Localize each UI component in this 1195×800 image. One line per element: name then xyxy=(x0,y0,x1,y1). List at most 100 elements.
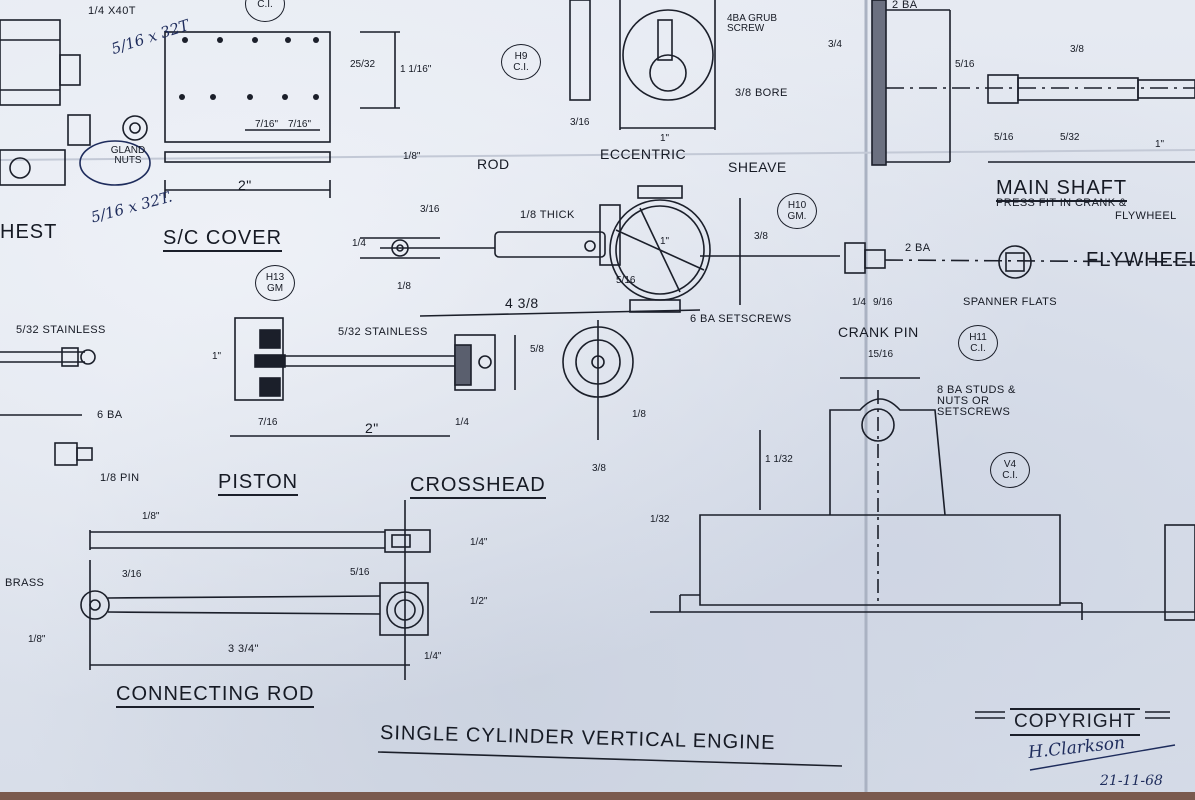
dim-ch-5-8: 5/8 xyxy=(530,344,544,355)
dim-cr-3-3-4: 3 3/4" xyxy=(228,643,259,655)
label-crosshead: CROSSHEAD xyxy=(410,475,546,499)
dim-shaft-5-32: 5/32 xyxy=(1060,132,1080,143)
dim-rod-3-16: 3/16 xyxy=(420,204,440,215)
dim-rod-1-8: 1/8 xyxy=(397,281,411,292)
label-crank-pin: CRANK PIN xyxy=(838,324,919,340)
dim-cr-1-8: 1/8" xyxy=(142,511,160,522)
dim-cr-1-8b: 1/8" xyxy=(28,634,46,645)
dim-piston-7-16: 7/16 xyxy=(258,417,278,428)
dim-ecc-3-8: 3/8 xyxy=(754,231,768,242)
label-stainless-left: 5/32 STAINLESS xyxy=(16,324,106,336)
valve-rod-drawing xyxy=(0,347,96,466)
dim-ch-3-8: 3/8 xyxy=(592,463,606,474)
steam-chest-drawing xyxy=(0,19,148,186)
dim-shaft-5-16a: 5/16 xyxy=(955,59,975,70)
label-bore: 3/8 BORE xyxy=(735,87,788,99)
label-eccentric: ECCENTRIC xyxy=(600,146,687,162)
label-thick: 1/8 THICK xyxy=(520,209,575,221)
sc-cover-drawing xyxy=(164,31,400,198)
dim-cr-1-4b: 1/4" xyxy=(424,651,442,662)
tag-grade: C.I. xyxy=(513,62,529,73)
dim-ecc-5-16: 5/16 xyxy=(616,275,636,286)
tag-grade: C.I. xyxy=(1002,470,1018,481)
tag-grade: GM xyxy=(266,283,284,294)
label-grub-screw: 4BA GRUB SCREW xyxy=(727,13,778,34)
tag-code: V4 xyxy=(1003,459,1017,470)
label-brass: BRASS xyxy=(5,577,45,589)
tag-code: H13 xyxy=(265,272,285,283)
dim-shaft-3-4: 3/4 xyxy=(828,39,842,50)
label-x40t: 1/4 X40T xyxy=(88,5,136,17)
dim-ecc-dia: 1" xyxy=(660,236,670,247)
label-spanner-flats: SPANNER FLATS xyxy=(963,296,1058,308)
label-rod: ROD xyxy=(477,156,510,172)
eccentric-drawing xyxy=(569,0,716,130)
tag-grade: GM. xyxy=(787,211,807,222)
dim-cover-1-8: 1/8" xyxy=(403,151,421,162)
label-pin: 1/8 PIN xyxy=(100,472,140,484)
crosshead-drawing xyxy=(454,320,634,440)
label-sheave: SHEAVE xyxy=(728,159,787,175)
drawing-date: 21-11-68 xyxy=(1100,773,1163,789)
label-flywheel-short: FLYWHEEL xyxy=(1115,210,1177,222)
dim-base-1-32: 1/32 xyxy=(650,514,670,525)
dim-crank-9-16: 9/16 xyxy=(873,297,893,308)
label-chest: HEST xyxy=(0,221,58,243)
dim-cr-3-16: 3/16 xyxy=(122,569,142,580)
eccentric-rod-drawing xyxy=(360,185,840,317)
tag-grade: C.I. xyxy=(970,343,986,354)
label-piston: PISTON xyxy=(218,472,299,496)
dim-base-15-16: 15/16 xyxy=(868,349,894,360)
label-6ba: 6 BA xyxy=(97,409,123,421)
dim-shaft-1: 1" xyxy=(1155,139,1165,150)
dim-shaft-3-8: 3/8 xyxy=(1070,44,1084,55)
title-underline xyxy=(377,751,843,767)
dim-crank-1-4: 1/4 xyxy=(852,297,866,308)
fold-crease-horizontal xyxy=(0,149,1195,161)
dim-cover-25-32: 25/32 xyxy=(350,59,376,70)
crank-pin-drawing xyxy=(844,242,1195,279)
copyright-mark: COPYRIGHT xyxy=(1010,708,1140,736)
dim-base-1-1-32: 1 1/32 xyxy=(765,454,793,465)
label-main-shaft: MAIN SHAFT xyxy=(996,178,1128,202)
dim-cover-7-16a: 7/16" xyxy=(255,119,279,130)
tag-code: H9 xyxy=(514,51,528,62)
dim-cr-1-4: 1/4" xyxy=(470,537,488,548)
dim-shaft-5-16b: 5/16 xyxy=(994,132,1014,143)
label-gland-nuts: GLAND NUTS xyxy=(110,145,146,166)
label-2ba-top: 2 BA xyxy=(892,0,918,11)
dim-ch-1-4: 1/4 xyxy=(455,417,469,428)
label-press-fit: PRESS FIT IN CRANK & xyxy=(996,197,1127,209)
dim-piston-2: 2" xyxy=(365,420,379,436)
label-studs: 8 BA STUDS & NUTS OR SETSCREWS xyxy=(937,384,1016,418)
main-shaft-drawing xyxy=(871,0,1195,166)
dim-rod-1-4: 1/4 xyxy=(352,238,366,249)
piston-drawing xyxy=(230,317,455,437)
bearing-base-drawing xyxy=(650,377,1195,621)
dim-ecc-3-16: 3/16 xyxy=(570,117,590,128)
label-2ba: 2 BA xyxy=(905,242,931,254)
dim-cover-7-16b: 7/16" xyxy=(288,119,312,130)
copyright-rules xyxy=(975,711,1176,771)
label-connecting-rod: CONNECTING ROD xyxy=(116,684,315,708)
tag-code: C.I. xyxy=(257,0,273,10)
dim-cr-5-16: 5/16 xyxy=(350,567,370,578)
connecting-rod-drawing xyxy=(80,500,431,680)
label-setscrews: 6 BA SETSCREWS xyxy=(690,313,792,325)
gland-nuts-lasso xyxy=(79,140,151,186)
dim-cr-1-2: 1/2" xyxy=(470,596,488,607)
dim-ch-1-8: 1/8 xyxy=(632,409,646,420)
label-stainless-mid: 5/32 STAINLESS xyxy=(338,326,428,338)
tag-code: H11 xyxy=(969,332,987,343)
dim-ecc-1: 1" xyxy=(660,133,670,144)
label-sc-cover: S/C COVER xyxy=(163,228,283,252)
label-flywheel: FLYWHEEL xyxy=(1086,249,1195,271)
dim-piston-1: 1" xyxy=(212,351,222,362)
dim-rod-4-3-8: 4 3/8 xyxy=(505,295,539,311)
